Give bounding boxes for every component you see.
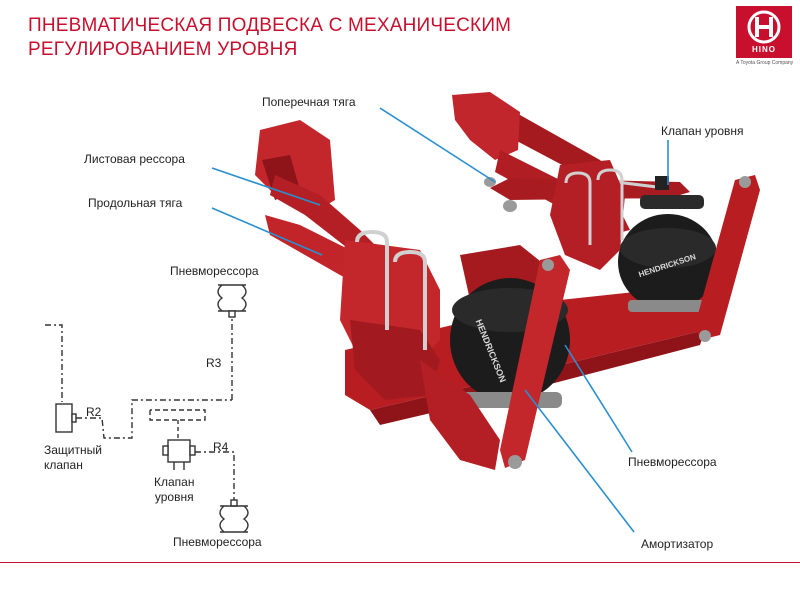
schematic-protection-valve-label: Защитный клапан (44, 443, 102, 473)
label-shock-absorber: Амортизатор (641, 537, 714, 551)
schematic-r2-label: R2 (86, 405, 102, 419)
hino-h-icon (747, 10, 781, 44)
protection-valve-symbol (55, 403, 73, 433)
hino-logo-subtitle: A Toyota Group Company (736, 60, 794, 66)
level-valve-line-1: Клапан (154, 475, 195, 489)
air-spring-top-symbol (217, 284, 247, 318)
label-cross-rod: Поперечная тяга (262, 95, 356, 109)
title-line-2: РЕГУЛИРОВАНИЕМ УРОВНЯ (28, 39, 298, 60)
level-valve-symbol (167, 439, 191, 463)
label-air-spring: Пневморессора (628, 455, 717, 469)
schematic-air-spring-top-label: Пневморессора (170, 264, 259, 278)
title-line-1: ПНЕВМАТИЧЕСКАЯ ПОДВЕСКА С МЕХАНИЧЕСКИМ (28, 15, 512, 36)
leader-shock-absorber (524, 389, 635, 533)
leader-leaf-spring (211, 167, 321, 206)
supply-line (45, 324, 63, 402)
label-leaf-spring: Листовая рессора (84, 152, 185, 166)
leader-longitudinal-rod (211, 207, 323, 256)
leader-air-spring (564, 344, 633, 453)
hino-logo: HINO A Toyota Group Company (736, 6, 794, 68)
hino-logo-emblem: HINO (736, 6, 792, 58)
schematic-level-valve-label: Клапан уровня (154, 475, 194, 505)
hino-logo-word: HINO (752, 45, 776, 54)
schematic-air-spring-bottom-label: Пневморессора (173, 535, 262, 549)
suspension-assembly: HENDRICKSON HENDRICKSON (255, 92, 760, 470)
line-r4 (195, 451, 235, 500)
leader-lines (211, 107, 669, 533)
pneumatic-schematic (45, 284, 249, 533)
slide-title: ПНЕВМАТИЧЕСКАЯ ПОДВЕСКА С МЕХАНИЧЕСКИМ Р… (28, 14, 628, 62)
line-r2 (76, 399, 232, 439)
protection-valve-line-1: Защитный (44, 443, 102, 457)
label-level-valve: Клапан уровня (661, 124, 744, 138)
level-valve-line-2: уровня (154, 490, 194, 504)
air-spring-bottom-symbol (219, 499, 249, 533)
schematic-r3-label: R3 (206, 356, 222, 370)
protection-valve-line-2: клапан (44, 458, 83, 472)
label-longitudinal-rod: Продольная тяга (88, 196, 183, 210)
line-branch (149, 409, 206, 421)
leader-cross-rod (379, 107, 496, 183)
schematic-r4-label: R4 (213, 440, 229, 454)
bottom-divider (0, 562, 800, 563)
